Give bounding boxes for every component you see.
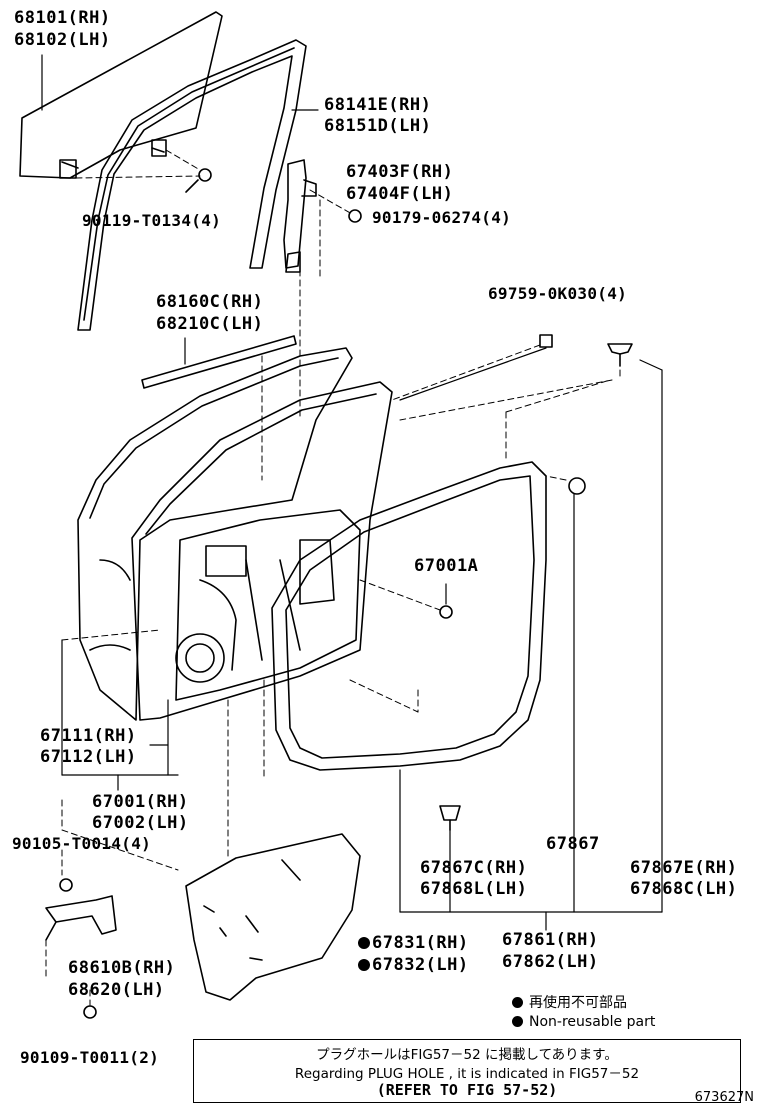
label-check-rh[interactable]: 68610B(RH) [68,958,176,978]
label-channel-lh[interactable]: 67404F(LH) [346,184,454,204]
label-nut-channel[interactable]: 90179-06274(4) [372,208,512,227]
label-panel-sub-rh[interactable]: 67111(RH) [40,726,137,746]
label-panel-rh[interactable]: 67001(RH) [92,792,189,812]
label-cover-rh[interactable]: 67831(RH) [358,933,469,953]
panel-plug [439,605,453,619]
door-glass [19,11,223,179]
label-run-rh[interactable]: 68141E(RH) [324,95,432,115]
glass-run [77,39,307,331]
clip-box [539,334,553,348]
check-bolt-top [59,878,73,892]
plug-hole-note: プラグホールはFIG57－52 に掲載してあります。 Regarding PLU… [193,1039,741,1103]
rear-channel [283,159,317,273]
label-weather-strip[interactable]: 67867 [546,834,600,854]
non-reusable-dot-icon [512,1016,523,1027]
label-channel-rh[interactable]: 67403F(RH) [346,162,454,182]
label-bolt-check-lower[interactable]: 90109-T0011(2) [20,1048,160,1067]
note-line-en: Regarding PLUG HOLE , it is indicated in… [294,1066,640,1082]
note-line-jp: プラグホールはFIG57－52 に掲載してあります。 [316,1047,618,1063]
dashed-lines [45,149,621,1006]
label-ws-rh[interactable]: 67861(RH) [502,930,599,950]
weather-strip-clip [568,477,586,495]
label-clip-c-rh[interactable]: 67867C(RH) [420,858,528,878]
leader-lines [61,347,663,931]
check-bolt-bottom [83,1005,97,1019]
label-clip[interactable]: 69759-0K030(4) [488,284,628,303]
non-reusable-dot-icon [358,959,370,971]
label-belt-rh[interactable]: 68160C(RH) [156,292,264,312]
label-panel-lh[interactable]: 67002(LH) [92,813,189,833]
label-panel-sub-lh[interactable]: 67112(LH) [40,747,137,767]
label-run-lh[interactable]: 68151D(LH) [324,116,432,136]
legend-jp: 再使用不可部品 [512,992,627,1012]
bolt-glass [185,168,212,193]
label-clip-e-rh[interactable]: 67867E(RH) [630,858,738,878]
door-check [45,895,117,941]
label-check-lh[interactable]: 68620(LH) [68,980,165,1000]
label-panel-plug[interactable]: 67001A [414,556,479,576]
label-bolt-check[interactable]: 90105-T0014(4) [12,834,152,853]
service-hole-cover [185,833,361,1001]
label-belt-lh[interactable]: 68210C(LH) [156,314,264,334]
label-ws-lh[interactable]: 67862(LH) [502,952,599,972]
label-clip-c-lh[interactable]: 67868L(LH) [420,879,528,899]
door-inner-panel [131,381,393,721]
door-outer-panel [77,347,353,721]
label-glass-rh[interactable]: 68101(RH) [14,8,111,28]
nut-channel [348,209,362,223]
label-cover-lh[interactable]: 67832(LH) [358,955,469,975]
label-clip-e-lh[interactable]: 67868C(LH) [630,879,738,899]
clip-pin [607,343,633,367]
figure-number: 673627N [694,1090,754,1105]
non-reusable-dot-icon [358,937,370,949]
non-reusable-dot-icon [512,997,523,1008]
door-weather-strip [271,461,547,771]
lower-clip [439,805,461,831]
label-glass-lh[interactable]: 68102(LH) [14,30,111,50]
label-bolt-glass[interactable]: 90119-T0134(4) [82,211,222,230]
legend-en: Non-reusable part [512,1014,655,1030]
note-reference[interactable]: (REFER TO FIG 57-52) [376,1081,558,1099]
belt-moulding [141,335,297,389]
